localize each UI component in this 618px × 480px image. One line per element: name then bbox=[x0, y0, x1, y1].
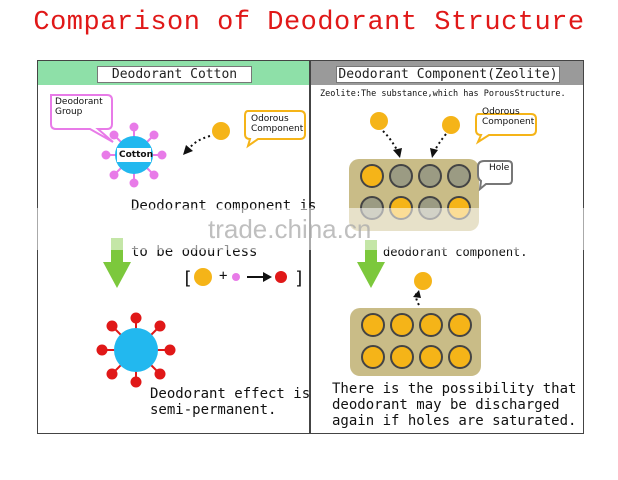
right-bottom-text: There is the possibility that deodorant … bbox=[332, 381, 577, 429]
deodorant-group-callout bbox=[50, 94, 114, 143]
odorous-callout-left bbox=[244, 110, 306, 149]
deodorant-group-label: Deodorant Group bbox=[55, 97, 103, 117]
watermark-text: trade.china.cn bbox=[208, 214, 372, 244]
page-title: Comparison of Deodorant Structure bbox=[33, 8, 585, 38]
svg-text:[: [ bbox=[182, 268, 193, 289]
reaction-plus: + bbox=[219, 268, 228, 284]
left-header-label: Deodorant Cotton bbox=[97, 66, 252, 83]
svg-text:]: ] bbox=[294, 268, 305, 289]
odorous-callout-right bbox=[475, 113, 537, 145]
right-header-label: Deodorant Component(Zeolite) bbox=[336, 66, 560, 83]
hole-label: Hole bbox=[489, 163, 510, 173]
odor-particle-left bbox=[212, 122, 230, 140]
cotton-fiber-top bbox=[101, 122, 167, 188]
left-effect-text: Deodorant effect is semi-permanent. bbox=[150, 386, 311, 418]
odor-particle-discharged bbox=[414, 272, 432, 290]
odorous-component-label-left: Odorous Component bbox=[251, 114, 304, 134]
hole-callout bbox=[477, 160, 513, 192]
watermark-band bbox=[0, 208, 618, 250]
odorous-component-label-right: Odorous Component bbox=[482, 107, 535, 127]
cotton-fiber-bottom bbox=[96, 312, 176, 388]
zeolite-note: Zeolite:The substance,which has PorousSt… bbox=[320, 89, 566, 99]
odor-particle-right-1 bbox=[370, 112, 388, 130]
odor-particle-right-2 bbox=[442, 116, 460, 134]
cotton-label: Cotton bbox=[119, 150, 153, 160]
